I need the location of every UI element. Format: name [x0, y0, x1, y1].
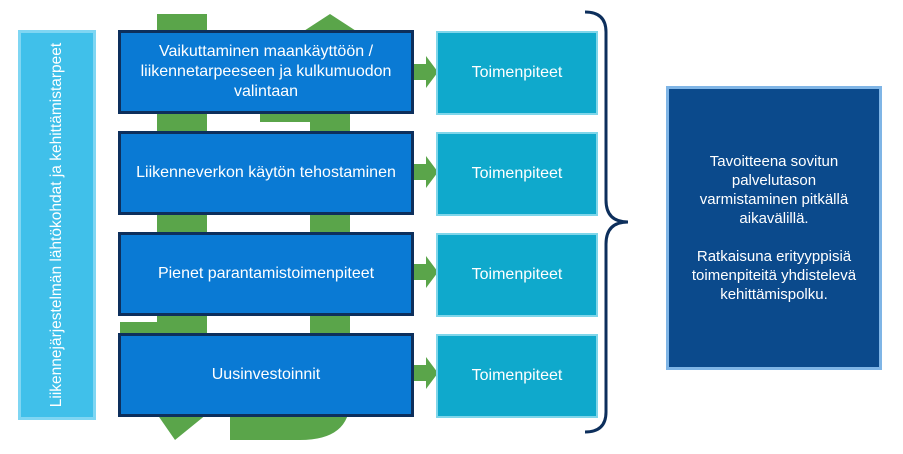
step-box-network-efficiency: Liikenneverkon käytön tehostaminen: [118, 131, 414, 215]
connector-arrow: [414, 256, 438, 288]
step-label: Vaikuttaminen maankäyttöön / liikennetar…: [140, 43, 392, 100]
action-label: Toimenpiteet: [471, 266, 563, 283]
connector-arrow: [414, 56, 438, 88]
action-box: Toimenpiteet: [436, 132, 598, 216]
grouping-brace: [584, 10, 629, 434]
starting-points-box: Liikennejärjestelmän lähtökohdat ja kehi…: [18, 30, 96, 420]
action-box: Toimenpiteet: [436, 334, 598, 418]
step-box-land-use: Vaikuttaminen maankäyttöön / liikennetar…: [118, 30, 414, 114]
action-label: Toimenpiteet: [471, 165, 563, 182]
step-box-new-investments: Uusinvestoinnit: [118, 333, 414, 417]
action-label: Toimenpiteet: [471, 64, 563, 81]
goal-text: Tavoitteena sovitun palvelutason varmist…: [699, 153, 849, 227]
connector-arrow: [414, 357, 438, 389]
step-box-small-improvements: Pienet parantamistoimenpiteet: [118, 232, 414, 316]
step-label: Uusinvestoinnit: [211, 366, 321, 383]
goal-box: Tavoitteena sovitun palvelutason varmist…: [666, 86, 882, 370]
action-box: Toimenpiteet: [436, 31, 598, 115]
step-label: Liikenneverkon käytön tehostaminen: [136, 164, 396, 181]
solution-text: Ratkaisuna erityyppisiä toimenpiteitä yh…: [691, 248, 857, 303]
step-label: Pienet parantamistoimenpiteet: [157, 265, 375, 282]
connector-arrow: [414, 156, 438, 188]
action-label: Toimenpiteet: [471, 367, 563, 384]
action-box: Toimenpiteet: [436, 233, 598, 317]
